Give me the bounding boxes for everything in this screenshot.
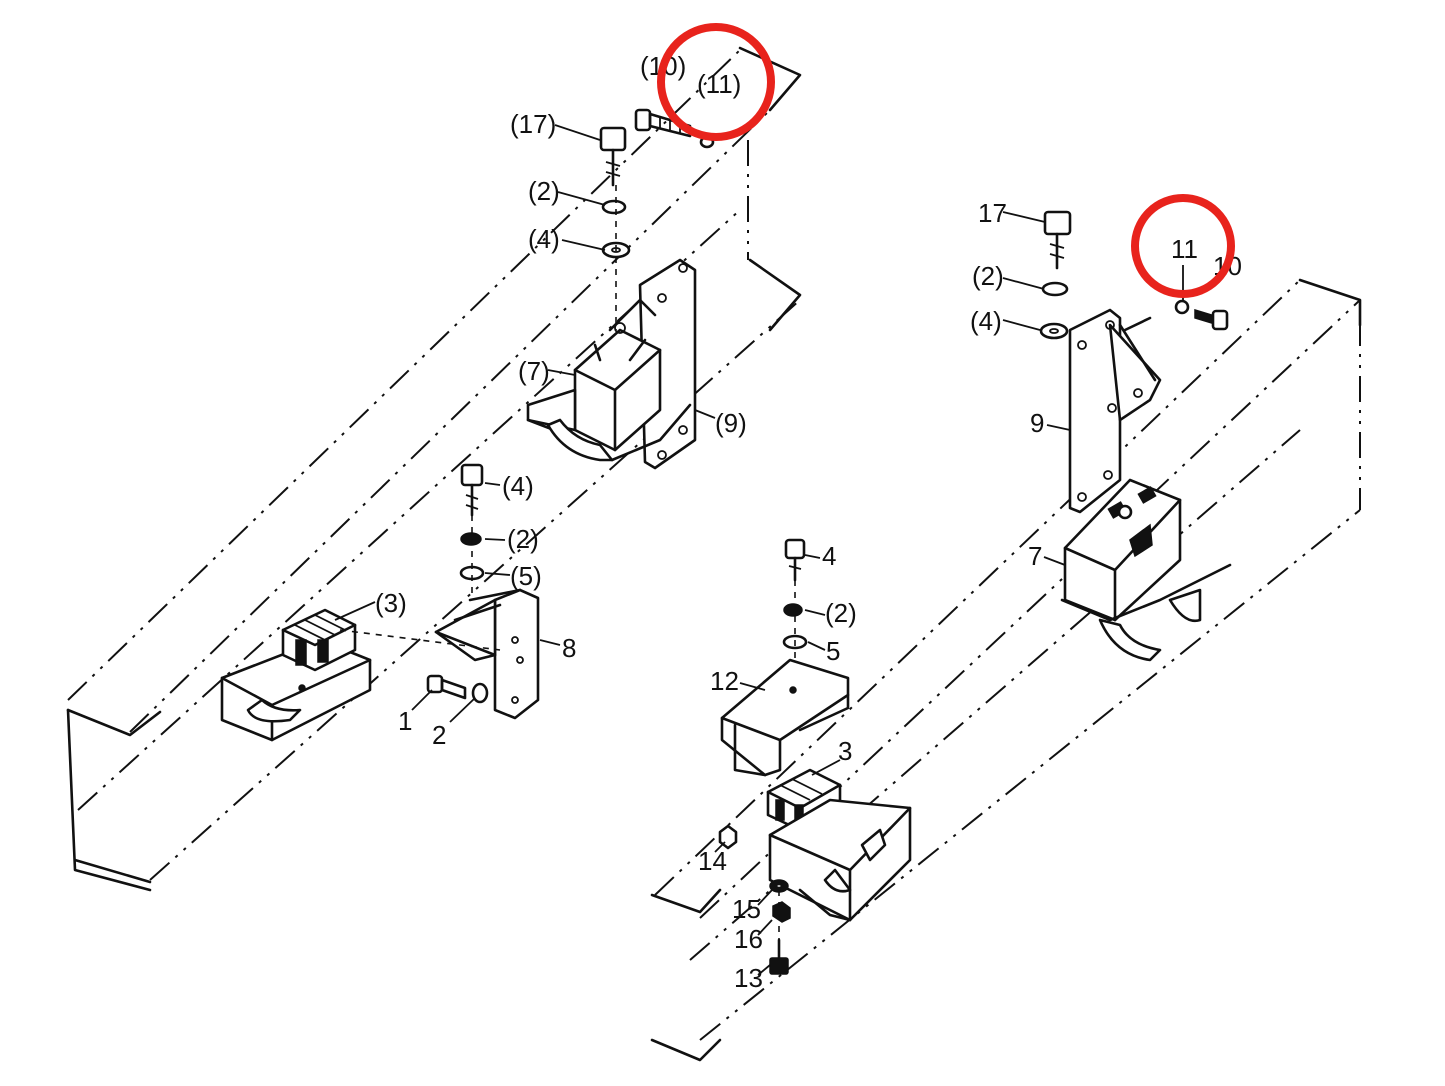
label-5-mid: (5)	[510, 561, 542, 591]
label-17-left: (17)	[510, 109, 556, 139]
label-11-top: (11)	[697, 69, 741, 99]
label-11-right: 11	[1171, 234, 1198, 264]
upper-right-assembly	[1039, 210, 1232, 662]
label-16: 16	[734, 924, 763, 954]
highlight-marks	[657, 23, 1235, 298]
label-14: 14	[698, 846, 727, 876]
label-4-right: (4)	[970, 306, 1002, 336]
label-15: 15	[732, 894, 761, 924]
highlight-circle-right	[1131, 194, 1235, 298]
left-beam	[66, 46, 802, 892]
label-2-centre: (2)	[825, 598, 857, 628]
label-13: 13	[734, 963, 763, 993]
label-12: 12	[710, 666, 739, 696]
part-labels: (10) (11) (17) (2) (4) (7) (9) (4) (2) (…	[375, 51, 1242, 993]
label-2-mid: (2)	[507, 524, 539, 554]
label-4-centre: 4	[822, 541, 836, 571]
label-8: 8	[562, 633, 576, 663]
label-9-right: 9	[1030, 408, 1044, 438]
highlight-circle-top	[657, 23, 775, 141]
label-4-mid: (4)	[502, 471, 534, 501]
label-2-bottom: 2	[432, 720, 446, 750]
middle-left-assembly	[220, 463, 540, 742]
label-3-centre: 3	[838, 736, 852, 766]
label-2-left: (2)	[528, 176, 560, 206]
label-17-right: 17	[978, 198, 1007, 228]
label-4-left: (4)	[528, 224, 560, 254]
label-7-right: 7	[1028, 541, 1042, 571]
label-9-left: (9)	[715, 408, 747, 438]
label-1: 1	[398, 706, 412, 736]
label-2-right: (2)	[972, 261, 1004, 291]
label-3-mid: (3)	[375, 588, 407, 618]
upper-left-assembly	[526, 108, 715, 470]
lower-centre-assembly	[718, 538, 912, 975]
label-5-centre: 5	[826, 636, 840, 666]
label-7-left: (7)	[518, 356, 550, 386]
